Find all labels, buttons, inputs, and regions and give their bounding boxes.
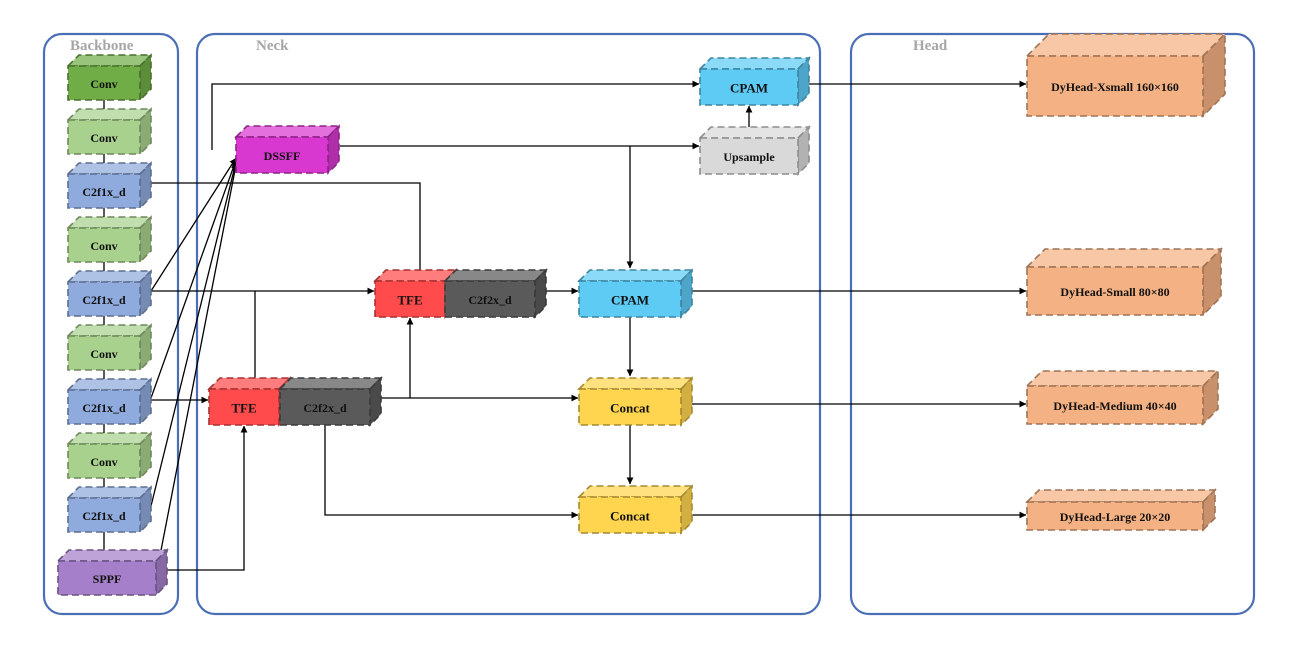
head-title: Head — [913, 38, 948, 54]
bb-conv-5-label: Conv — [90, 455, 117, 469]
bb-conv-3-label: Conv — [90, 239, 117, 253]
tfe-lower-block: TFE — [207, 376, 292, 427]
bb-c2f1x-d-4-label: C2f1x_d — [82, 509, 126, 523]
bb-conv-2-block: Conv — [66, 107, 153, 156]
upsample-label: Upsample — [723, 150, 775, 164]
arrow-bb-c2f1x-d-3-to-dssff — [150, 159, 238, 399]
bb-conv-1-block: Conv — [66, 53, 153, 102]
dyhead-large-label: DyHead-Large 20×20 — [1060, 510, 1171, 524]
arrow-bb-sppf-to-tfe-lower — [156, 425, 248, 571]
tfe-lower-label: TFE — [231, 401, 256, 416]
arrow-bb-c2f1x-d-4-to-dssff — [150, 161, 238, 507]
cpam-mid-label: CPAM — [611, 293, 649, 308]
cpam-top-label: CPAM — [730, 81, 768, 96]
bb-c2f1x-d-3-label: C2f1x_d — [82, 401, 126, 415]
arrow-c2f2x-d-lower-to-concat-lower — [324, 425, 579, 519]
dyhead-large-block: DyHead-Large 20×20 — [1025, 488, 1217, 532]
bb-c2f1x-d-4-block: C2f1x_d — [66, 485, 153, 534]
backbone-title: Backbone — [70, 38, 134, 54]
dssff-block: DSSFF — [234, 124, 341, 175]
arrow-bb-c2f1x-d-2-to-dssff — [150, 157, 237, 292]
dyhead-medium-block: DyHead-Medium 40×40 — [1025, 369, 1220, 426]
upsample-block: Upsample — [698, 125, 811, 176]
concat-lower-block: Concat — [577, 484, 694, 535]
bb-c2f1x-d-2-block: C2f1x_d — [66, 269, 153, 318]
blocks-layer: ConvConvC2f1x_dConvC2f1x_dConvC2f1x_dCon… — [56, 32, 1227, 597]
c2f2x-d-lower-block: C2f2x_d — [278, 376, 383, 427]
neck-panel — [195, 32, 822, 616]
c2f2x-d-lower-label: C2f2x_d — [303, 401, 347, 415]
c2f2x-d-upper-label: C2f2x_d — [468, 293, 512, 307]
concat-lower-label: Concat — [610, 509, 650, 524]
neck-title: Neck — [256, 38, 289, 54]
bb-sppf-label: SPPF — [93, 572, 122, 586]
bb-conv-5-block: Conv — [66, 431, 153, 480]
cpam-top-block: CPAM — [698, 56, 811, 107]
tfe-upper-label: TFE — [397, 293, 422, 308]
concat-upper-block: Concat — [577, 376, 694, 427]
dyhead-small-label: DyHead-Small 80×80 — [1060, 285, 1169, 299]
bb-conv-4-block: Conv — [66, 323, 153, 372]
arrow-bb-sppf-to-dssff — [155, 164, 239, 577]
tfe-upper-block: TFE — [373, 268, 458, 319]
concat-upper-label: Concat — [610, 401, 650, 416]
dyhead-medium-label: DyHead-Medium 40×40 — [1053, 399, 1176, 413]
cpam-mid-block: CPAM — [577, 268, 694, 319]
bb-c2f1x-d-1-block: C2f1x_d — [66, 161, 153, 210]
bb-conv-1-label: Conv — [90, 77, 117, 91]
bb-c2f1x-d-2-label: C2f1x_d — [82, 293, 126, 307]
bb-sppf-block: SPPF — [56, 548, 169, 597]
bb-conv-2-label: Conv — [90, 131, 117, 145]
bb-conv-3-block: Conv — [66, 215, 153, 264]
dyhead-xsmall-label: DyHead-Xsmall 160×160 — [1051, 80, 1179, 94]
arrow-bb-c2f1x-d-1-to-tfe-upper — [151, 182, 424, 281]
dyhead-small-block: DyHead-Small 80×80 — [1025, 247, 1223, 317]
dssff-label: DSSFF — [264, 149, 301, 163]
bb-conv-4-label: Conv — [90, 347, 117, 361]
dyhead-xsmall-block: DyHead-Xsmall 160×160 — [1025, 32, 1227, 118]
bb-c2f1x-d-3-block: C2f1x_d — [66, 377, 153, 426]
arrow-dssff-to-cpam-top — [211, 80, 700, 150]
bb-c2f1x-d-1-label: C2f1x_d — [82, 185, 126, 199]
c2f2x-d-upper-block: C2f2x_d — [443, 268, 548, 319]
